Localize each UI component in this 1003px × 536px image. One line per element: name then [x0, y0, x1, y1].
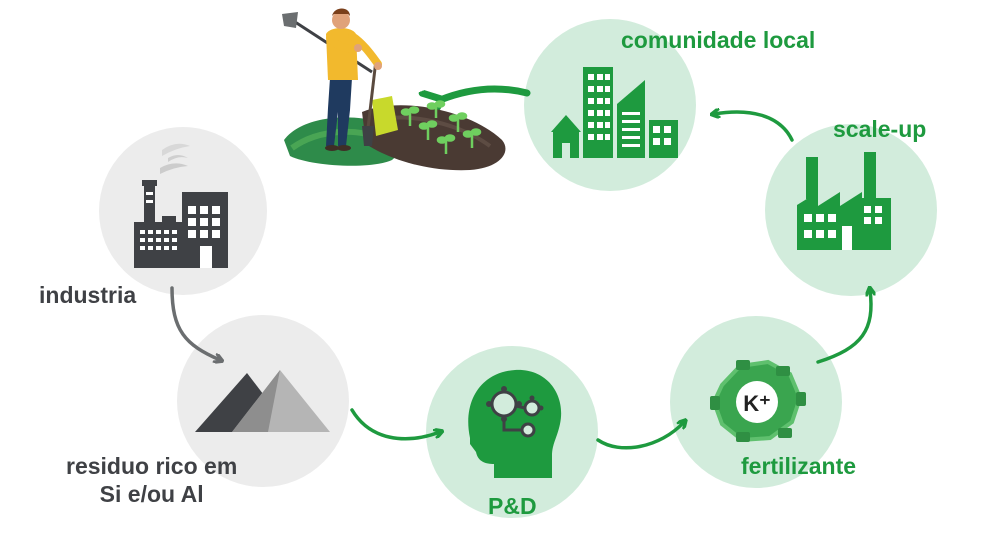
potassium-gear-icon: K⁺: [710, 359, 806, 443]
residuo-label-line2: Si e/ou Al: [99, 481, 204, 507]
residuo-label: residuo rico em Si e/ou Al: [66, 452, 237, 508]
arrow-fertilizante-to-scale-up: [816, 290, 871, 364]
farmer-planting-illustration: [282, 8, 506, 171]
arrow-industria-to-residuo: [170, 286, 220, 360]
pd-label: P&D: [488, 493, 537, 519]
mountains-icon: [195, 370, 330, 432]
fertilizante-label: fertilizante: [741, 453, 857, 479]
comunidade-label: comunidade local: [621, 27, 816, 53]
factory-icon: [134, 143, 228, 268]
city-buildings-icon: [551, 67, 678, 158]
arrow-residuo-to-pd: [350, 408, 440, 441]
scale-up-label: scale-up: [833, 116, 927, 142]
arrow-comunidade-to-farmer: [440, 85, 531, 100]
potassium-symbol: K⁺: [743, 391, 771, 416]
residuo-label-line1: residuo rico em: [66, 453, 238, 479]
arrow-pd-to-fertilizante: [596, 422, 684, 450]
green-factory-icon: [797, 152, 891, 250]
head-gears-icon: [468, 369, 562, 478]
industria-label: industria: [39, 282, 137, 308]
arrow-scale-up-to-comunidade: [714, 112, 794, 142]
